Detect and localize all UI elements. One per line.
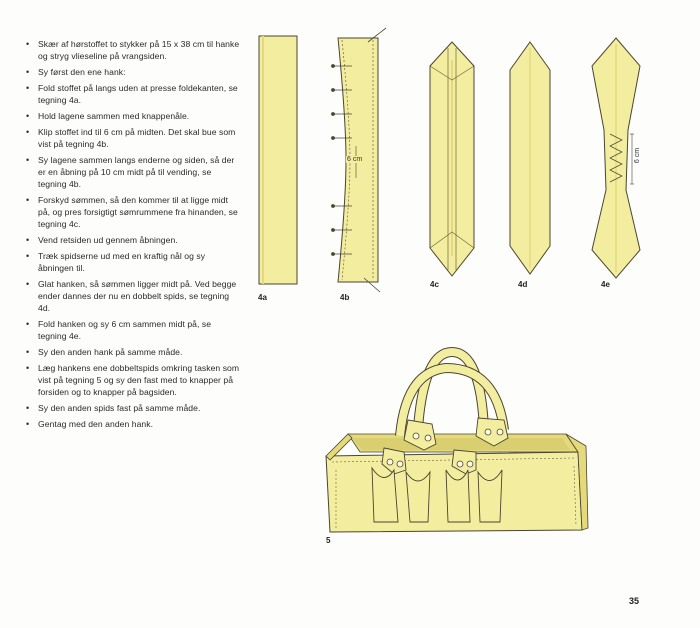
instruction-item: • Vend retsiden ud gennem åbningen.	[26, 234, 241, 246]
bullet-icon: •	[26, 319, 30, 329]
instruction-text: Klip stoffet ind til 6 cm på midten. Det…	[38, 126, 236, 149]
instruction-item: • Fold stoffet på langs uden at presse fo…	[26, 82, 241, 106]
page-number: 35	[629, 596, 640, 606]
instruction-text: Sy den anden hank på samme måde.	[38, 347, 183, 357]
instruction-item: • Sy først den ene hank:	[26, 66, 241, 78]
instruction-text: Fold stoffet på langs uden at presse fol…	[38, 82, 238, 105]
instruction-text: Hold lagene sammen med knappenåle.	[38, 110, 190, 121]
drawing-4a	[258, 35, 298, 285]
bullet-icon: •	[26, 67, 30, 77]
figure-label-5: 5	[326, 536, 331, 545]
instruction-item: • Sy den anden hank på samme måde.	[26, 346, 241, 358]
bullet-icon: •	[26, 362, 30, 373]
measurement-4e: 6 cm	[634, 147, 642, 164]
instruction-text: Skær af hørstoffet to stykker på 15 x 38…	[38, 39, 240, 62]
bullet-icon: •	[26, 154, 30, 165]
bullet-icon: •	[26, 418, 30, 429]
instruction-text: Forskyd sømmen, så den kommer til at lig…	[38, 194, 238, 230]
instruction-text: Gentag med den anden hank.	[38, 418, 154, 429]
instruction-text: Glat hanken, så sømmen ligger midt på. V…	[38, 278, 237, 314]
instruction-text: Sy først den ene hank:	[38, 67, 126, 77]
instruction-item: • Fold hanken og sy 6 cm sammen midt på, …	[26, 318, 241, 342]
instruction-item: • Hold lagene sammen med knappenåle.	[26, 110, 241, 122]
bullet-icon: •	[26, 126, 30, 137]
figure-label-4b: 4b	[340, 293, 350, 302]
bullet-icon: •	[26, 82, 30, 93]
instruction-item: • Glat hanken, så sømmen ligger midt på. …	[26, 278, 241, 315]
bullet-icon: •	[26, 235, 30, 245]
instruction-text: Fold hanken og sy 6 cm sammen midt på, s…	[38, 319, 212, 342]
bullet-icon: •	[26, 110, 30, 121]
measurement-4b: 6 cm	[346, 156, 364, 163]
figure-label-4e: 4e	[601, 280, 610, 289]
drawing-4e	[591, 37, 641, 279]
instruction-item: • Klip stoffet ind til 6 cm på midten. De…	[26, 126, 241, 150]
figure-label-4c: 4c	[430, 280, 439, 289]
instruction-item: • Træk spidserne ud med en kraftig nål og…	[26, 250, 241, 274]
bullet-icon: •	[26, 347, 30, 357]
instruction-item: • Læg hankens ene dobbeltspids omkring ta…	[26, 362, 241, 399]
instruction-item: • Gentag med den anden hank.	[26, 418, 241, 430]
drawing-4c	[429, 41, 475, 277]
instruction-text: Vend retsiden ud gennem åbningen.	[38, 235, 178, 245]
drawing-4d	[509, 41, 551, 275]
instruction-item: • Forskyd sømmen, så den kommer til at li…	[26, 194, 241, 231]
instruction-text: Træk spidserne ud med en kraftig nål og …	[38, 250, 206, 273]
bullet-icon: •	[26, 39, 30, 49]
bullet-icon: •	[26, 250, 30, 261]
instruction-text: Læg hankens ene dobbeltspids omkring tas…	[38, 362, 240, 398]
bullet-icon: •	[26, 194, 30, 205]
instruction-text: Sy lagene sammen langs enderne og siden,…	[38, 154, 235, 189]
instruction-list: • Skær af hørstoffet to stykker på 15 x 3…	[26, 38, 241, 434]
bullet-icon: •	[26, 278, 30, 289]
instruction-text: Sy den anden spids fast på samme måde.	[38, 403, 201, 413]
bullet-icon: •	[26, 403, 30, 413]
instruction-item: • Sy lagene sammen langs enderne og siden…	[26, 154, 241, 191]
instruction-item: • Sy den anden spids fast på samme måde.	[26, 402, 241, 414]
instruction-item: • Skær af hørstoffet to stykker på 15 x 3…	[26, 38, 241, 62]
figure-label-4d: 4d	[518, 280, 528, 289]
drawing-5-basket	[325, 346, 589, 533]
figure-label-4a: 4a	[258, 293, 267, 302]
